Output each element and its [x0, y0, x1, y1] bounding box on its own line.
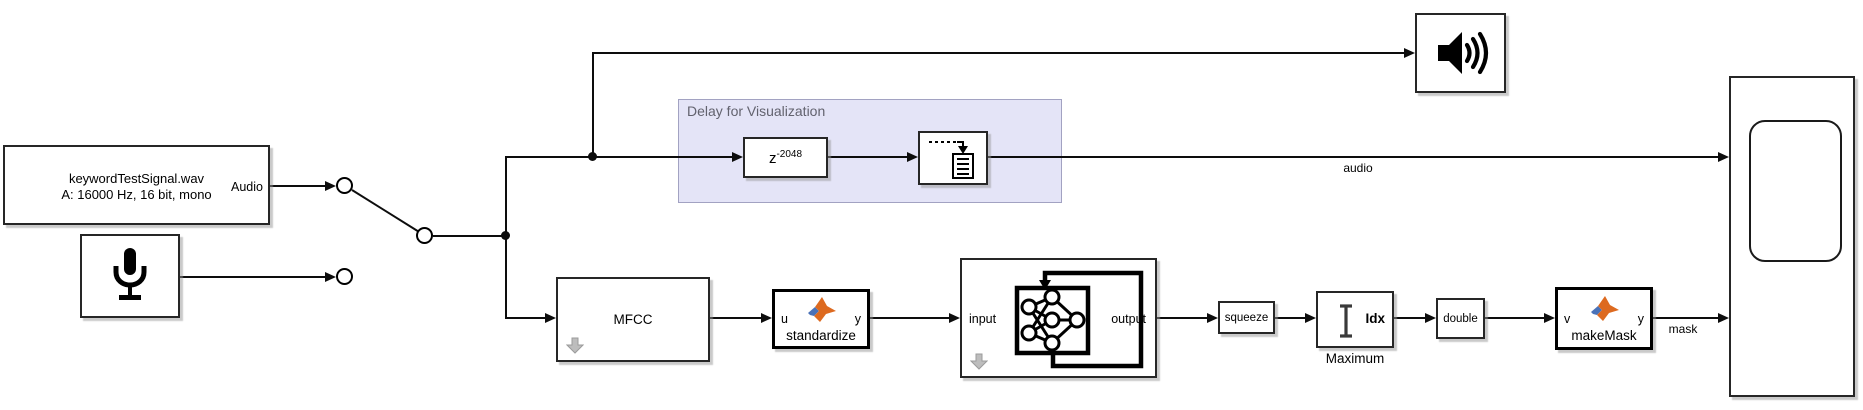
- idx-port-label: Idx: [1365, 311, 1385, 326]
- audio-signal-label: audio: [1343, 161, 1373, 175]
- signal-line-squeeze-out[interactable]: [1275, 317, 1306, 319]
- arrowhead-icon: [1718, 313, 1729, 323]
- audio-out-port-label: Audio: [231, 180, 263, 194]
- double-label: double: [1443, 312, 1478, 325]
- makemask-in-port-label: v: [1564, 312, 1571, 326]
- delay-expression: z-2048: [768, 148, 803, 167]
- signal-line-speaker-vertical[interactable]: [592, 52, 594, 158]
- arrowhead-icon: [1425, 313, 1436, 323]
- scope-screen: [1749, 120, 1842, 262]
- matlab-logo-icon: [808, 297, 836, 322]
- delay-block[interactable]: z-2048: [743, 137, 828, 178]
- i-beam-icon: [1340, 304, 1352, 338]
- delay-visualization-area[interactable]: Delay for Visualization: [678, 99, 1062, 203]
- arrowhead-icon: [1718, 152, 1729, 162]
- switch-input1-port[interactable]: [336, 177, 353, 194]
- signal-line-audio[interactable]: [988, 156, 1719, 158]
- arrowhead-icon: [949, 313, 960, 323]
- double-cast-block[interactable]: double: [1436, 298, 1485, 339]
- signal-line-standardize-out[interactable]: [870, 317, 950, 319]
- signal-line-mask[interactable]: [1653, 317, 1719, 319]
- audio-file-source-block[interactable]: keywordTestSignal.wav A: 16000 Hz, 16 bi…: [3, 145, 270, 225]
- mfcc-block[interactable]: MFCC: [556, 277, 710, 362]
- arrowhead-icon: [1305, 313, 1316, 323]
- scope-block[interactable]: [1729, 76, 1855, 397]
- record-icon: [929, 141, 974, 179]
- signal-line-mfcc-out[interactable]: [710, 317, 762, 319]
- network-out-port-label: output: [1111, 312, 1146, 326]
- mfcc-label: MFCC: [613, 312, 653, 327]
- squeeze-block[interactable]: squeeze: [1218, 301, 1275, 334]
- signal-line-mic-out[interactable]: [180, 276, 326, 278]
- switch-output-port[interactable]: [416, 227, 433, 244]
- makemask-label: makeMask: [1571, 328, 1637, 343]
- arrowhead-icon: [545, 313, 556, 323]
- arrow-down-badge-icon: [970, 353, 988, 370]
- signal-line-maximum-out[interactable]: [1394, 317, 1426, 319]
- network-predict-block[interactable]: input output: [960, 258, 1157, 378]
- network-in-port-label: input: [969, 312, 997, 326]
- arrowhead-icon: [1404, 48, 1415, 58]
- arrowhead-icon: [325, 181, 336, 191]
- signal-line-double-out[interactable]: [1485, 317, 1545, 319]
- standardize-in-port-label: u: [781, 312, 788, 326]
- source-filename: keywordTestSignal.wav: [68, 171, 205, 186]
- standardize-block[interactable]: u y standardize: [772, 289, 870, 349]
- maximum-caption: Maximum: [1325, 351, 1385, 366]
- speaker-icon: [1437, 31, 1488, 75]
- switch-input2-port[interactable]: [336, 268, 353, 285]
- makemask-out-port-label: y: [1637, 312, 1644, 326]
- source-format: A: 16000 Hz, 16 bit, mono: [61, 187, 212, 202]
- junction-dot: [501, 231, 510, 240]
- signal-line-to-speaker[interactable]: [593, 52, 1405, 54]
- arrowhead-icon: [1544, 313, 1555, 323]
- matlab-logo-icon: [1591, 296, 1619, 321]
- arrowhead-icon: [732, 152, 743, 162]
- microphone-icon: [113, 248, 147, 300]
- signal-line-delay-to-record[interactable]: [828, 156, 908, 158]
- signal-line-to-delay[interactable]: [506, 156, 733, 158]
- arrowhead-icon: [761, 313, 772, 323]
- signal-line-switch-out[interactable]: [433, 235, 507, 237]
- maximum-block[interactable]: Idx: [1316, 291, 1394, 348]
- arrowhead-icon: [907, 152, 918, 162]
- delay-area-title: Delay for Visualization: [687, 103, 826, 119]
- arrowhead-icon: [1207, 313, 1218, 323]
- makemask-block[interactable]: v y makeMask: [1555, 287, 1653, 350]
- microphone-block[interactable]: [80, 234, 180, 318]
- audio-device-writer-block[interactable]: [1415, 13, 1506, 93]
- arrowhead-icon: [325, 272, 336, 282]
- signal-line-to-mfcc[interactable]: [506, 317, 546, 319]
- neural-network-icon: [1014, 270, 1144, 369]
- standardize-label: standardize: [786, 328, 856, 343]
- manual-switch-lever[interactable]: [351, 189, 420, 233]
- mask-signal-label: mask: [1668, 322, 1698, 336]
- squeeze-label: squeeze: [1224, 311, 1269, 324]
- junction-dot: [588, 152, 597, 161]
- record-block[interactable]: [918, 131, 988, 185]
- arrow-down-badge-icon: [566, 337, 584, 354]
- standardize-out-port-label: y: [854, 312, 861, 326]
- signal-line-network-out[interactable]: [1157, 317, 1208, 319]
- signal-line-source-out[interactable]: [270, 185, 326, 187]
